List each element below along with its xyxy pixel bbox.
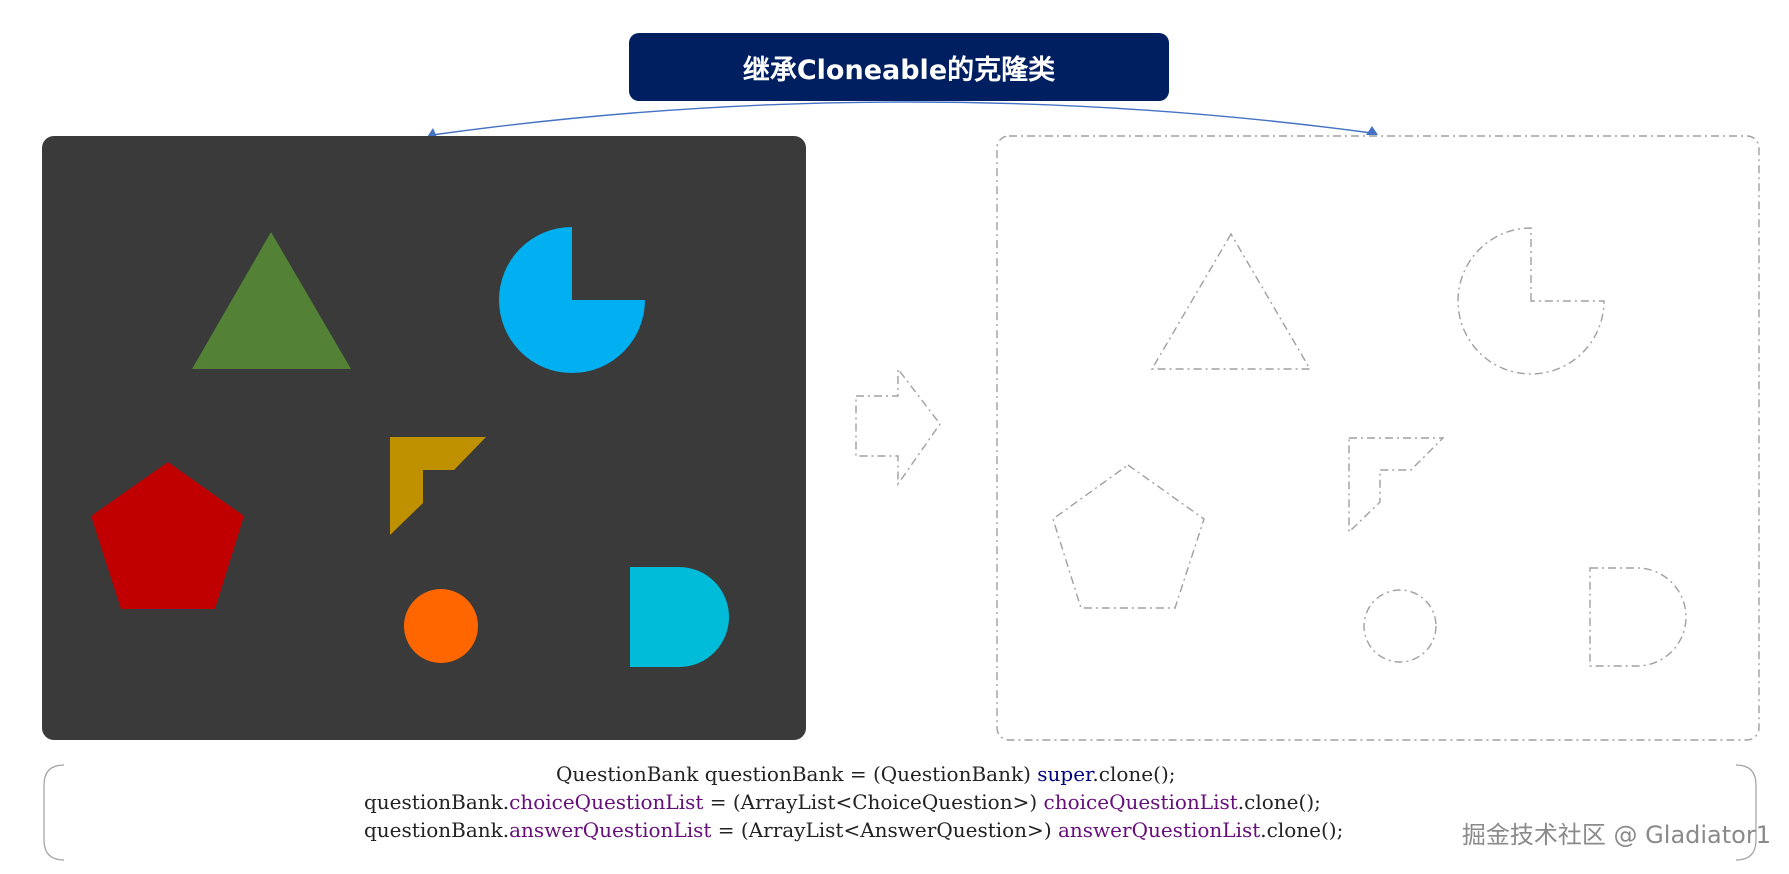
code-panel-left-bracket <box>43 764 65 861</box>
triangle-shape <box>192 232 351 369</box>
code-line-2: questionBank.choiceQuestionList = (Array… <box>364 788 1321 816</box>
connector-curve <box>431 101 1373 136</box>
code-text: questionBank. <box>364 790 510 814</box>
clone-d-shape-outline <box>1589 567 1687 667</box>
title-text: 继承Cloneable的克隆类 <box>742 54 1056 86</box>
code-panel: QuestionBank questionBank = (QuestionBan… <box>42 762 1758 860</box>
clone-pacman-outline <box>1457 227 1605 375</box>
circle-shape <box>404 589 478 663</box>
clone-triangle-outline <box>1150 232 1312 370</box>
clone-arrow <box>855 366 941 487</box>
code-field: answerQuestionList <box>509 818 712 842</box>
code-panel-right-bracket <box>1735 764 1757 861</box>
pentagon-shape <box>91 462 244 609</box>
code-text: QuestionBank questionBank = (QuestionBan… <box>556 762 1038 786</box>
clone-panel <box>996 135 1760 741</box>
code-text: .clone(); <box>1260 818 1344 842</box>
code-line-3: questionBank.answerQuestionList = (Array… <box>364 816 1343 844</box>
connector-arrowhead-left <box>427 128 437 137</box>
code-text: .clone(); <box>1092 762 1176 786</box>
code-field: answerQuestionList <box>1057 818 1261 842</box>
code-text: .clone(); <box>1237 790 1321 814</box>
corner-shape <box>390 437 486 535</box>
code-field: choiceQuestionList <box>1043 790 1238 814</box>
watermark: 掘金技术社区 @ Gladiator1 <box>1461 821 1771 849</box>
code-field: choiceQuestionList <box>509 790 704 814</box>
code-text: = (ArrayList<ChoiceQuestion>) <box>703 790 1044 814</box>
code-text: = (ArrayList<AnswerQuestion>) <box>711 818 1058 842</box>
code-text: questionBank. <box>364 818 510 842</box>
connector-arrowhead-right <box>1366 126 1378 135</box>
clone-circle-outline <box>1363 589 1437 663</box>
clone-pentagon-outline <box>1052 464 1205 609</box>
code-keyword: super <box>1037 762 1093 786</box>
clone-corner-outline <box>1348 437 1445 534</box>
pacman-shape <box>499 227 645 373</box>
code-line-1: QuestionBank questionBank = (QuestionBan… <box>556 760 1175 788</box>
title-banner: 继承Cloneable的克隆类 <box>629 33 1169 101</box>
d-shape <box>630 567 729 667</box>
